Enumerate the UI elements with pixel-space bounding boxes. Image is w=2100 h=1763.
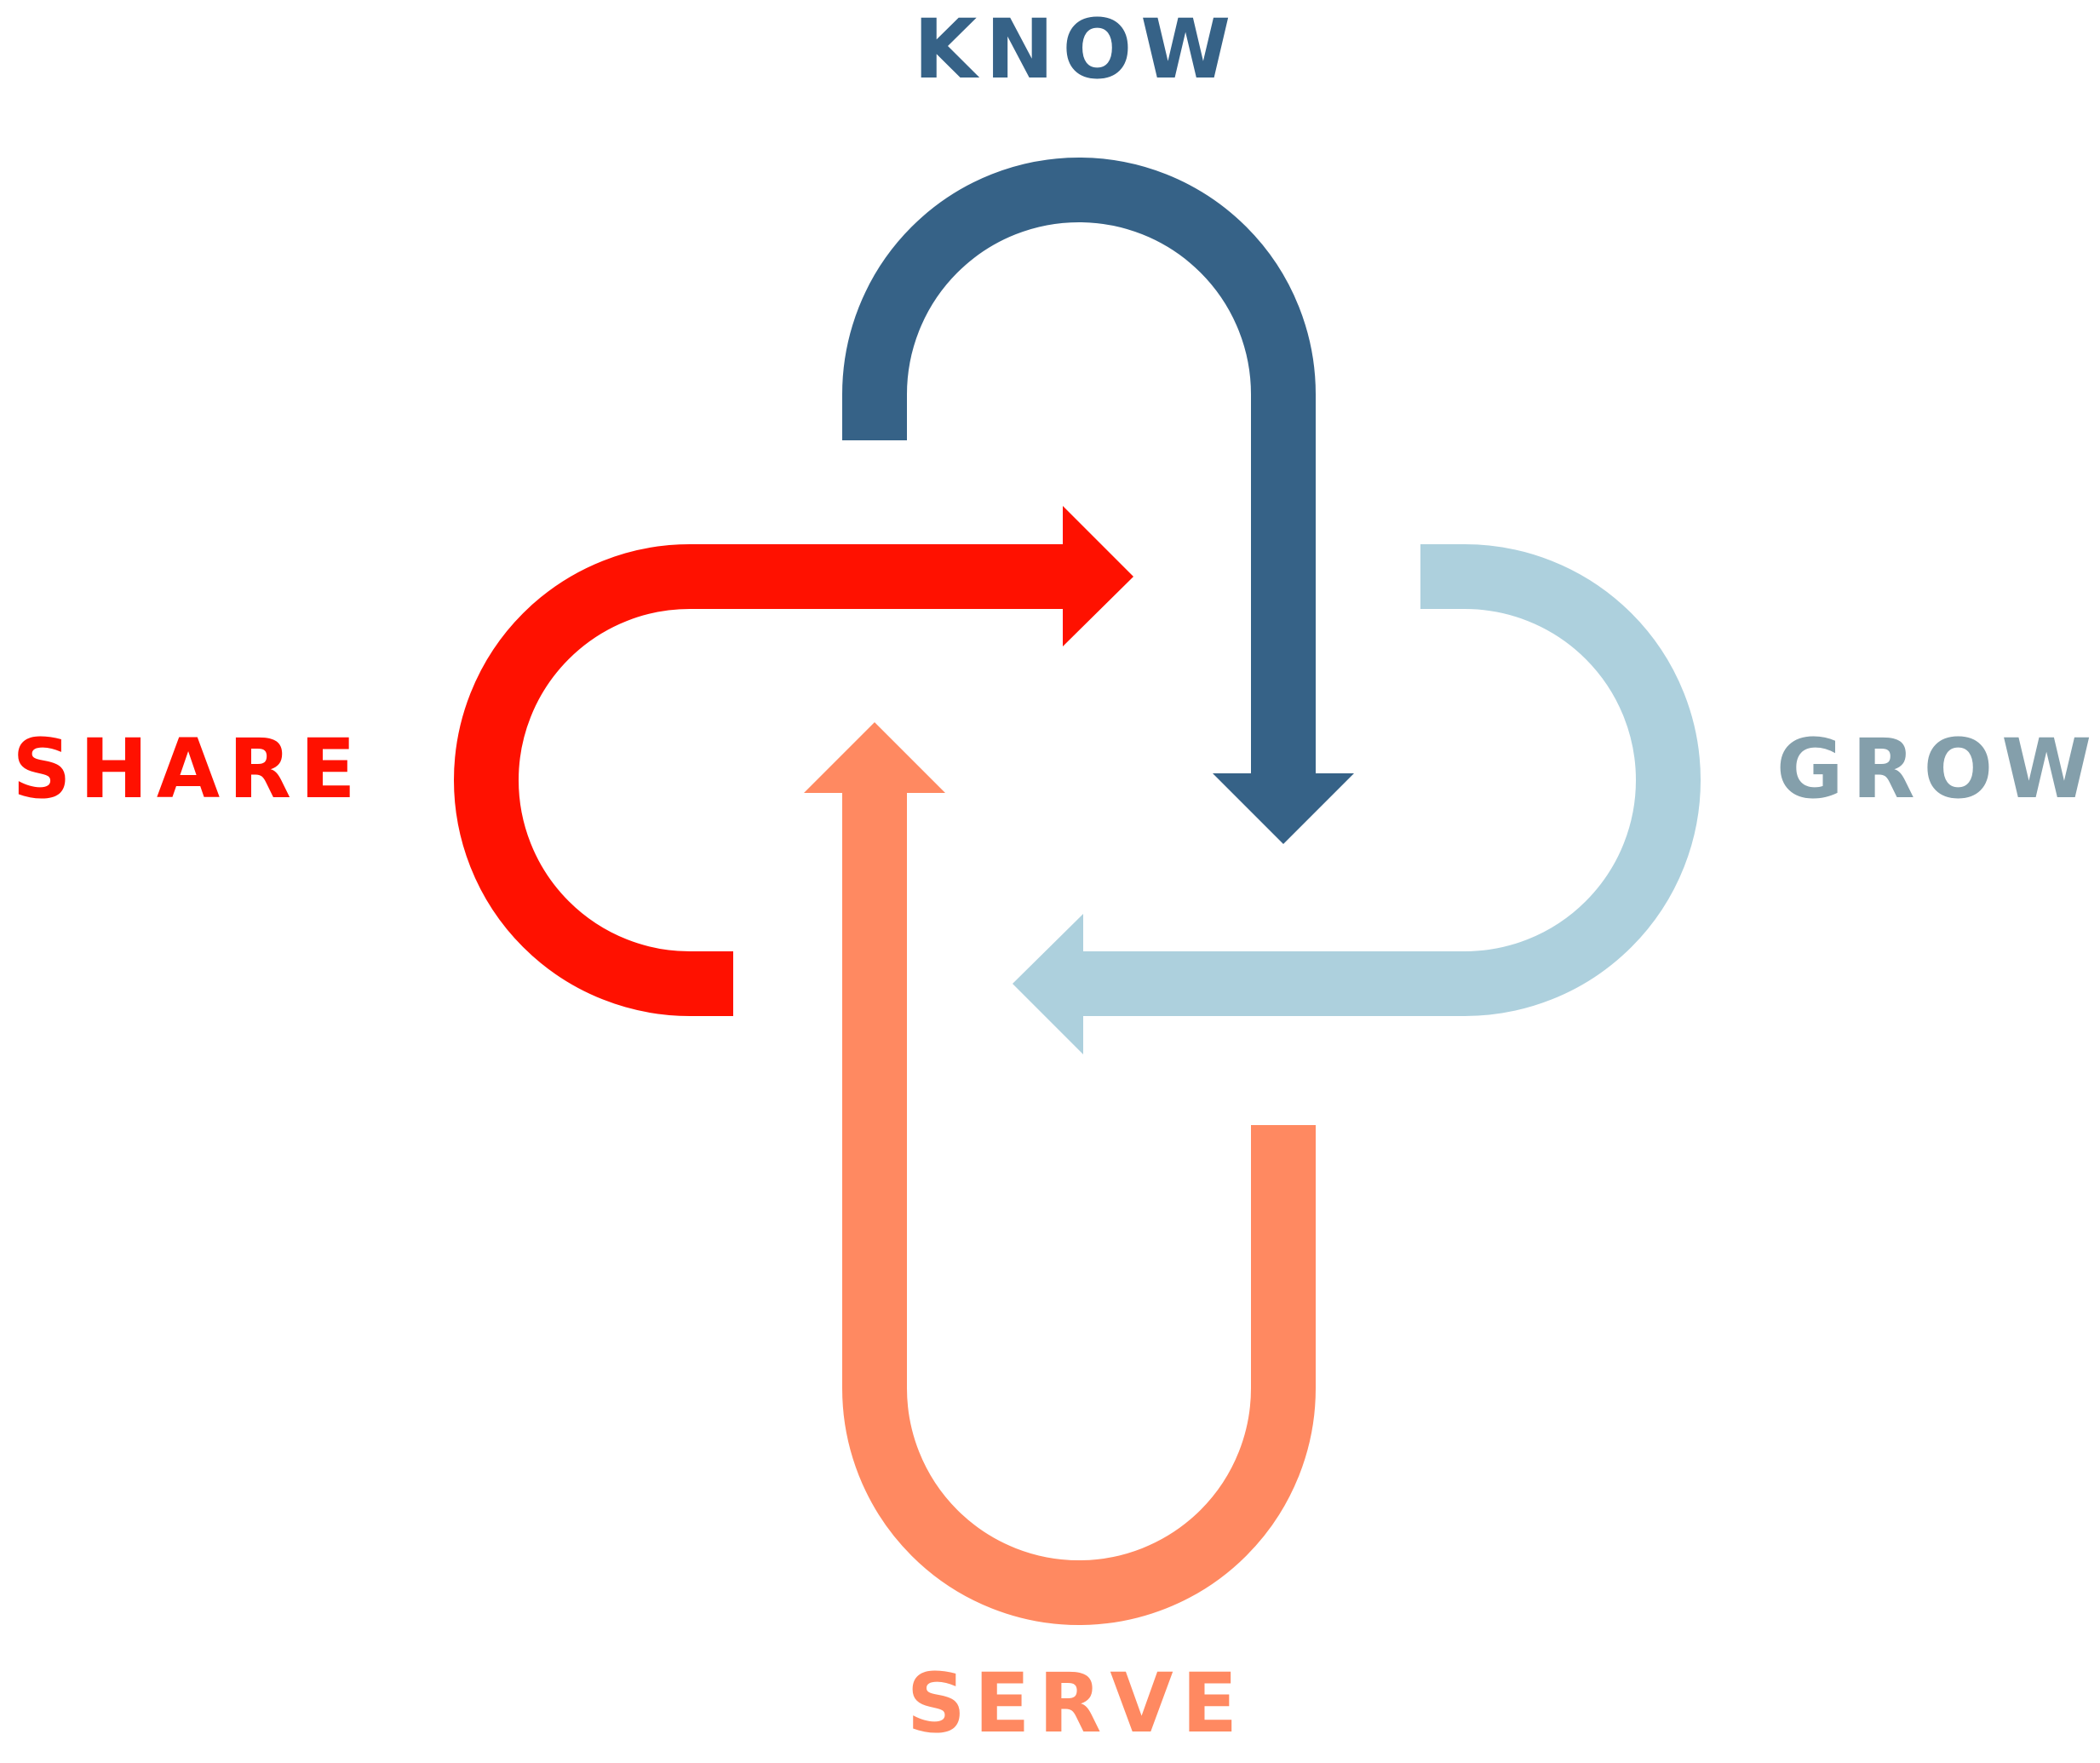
stage-label-grow: GROW	[1776, 721, 2100, 817]
share-arrow-head	[1063, 506, 1133, 646]
stage-label-know: KNOW	[914, 2, 1239, 97]
grow-arrow	[1013, 544, 1701, 1054]
stage-label-share: SHARE	[12, 721, 364, 817]
share-arrow-body	[454, 544, 1066, 1016]
serve-arrow	[804, 722, 1316, 1625]
grow-arrow-head	[1013, 914, 1083, 1054]
stage-label-serve: SERVE	[907, 1656, 1247, 1751]
grow-arrow-body	[1080, 544, 1701, 1016]
share-arrow	[454, 506, 1133, 1016]
know-arrow-head	[1213, 773, 1354, 844]
serve-arrow-body	[842, 790, 1316, 1625]
serve-arrow-head	[804, 722, 945, 793]
know-arrow	[842, 158, 1354, 844]
know-arrow-body	[842, 158, 1316, 775]
